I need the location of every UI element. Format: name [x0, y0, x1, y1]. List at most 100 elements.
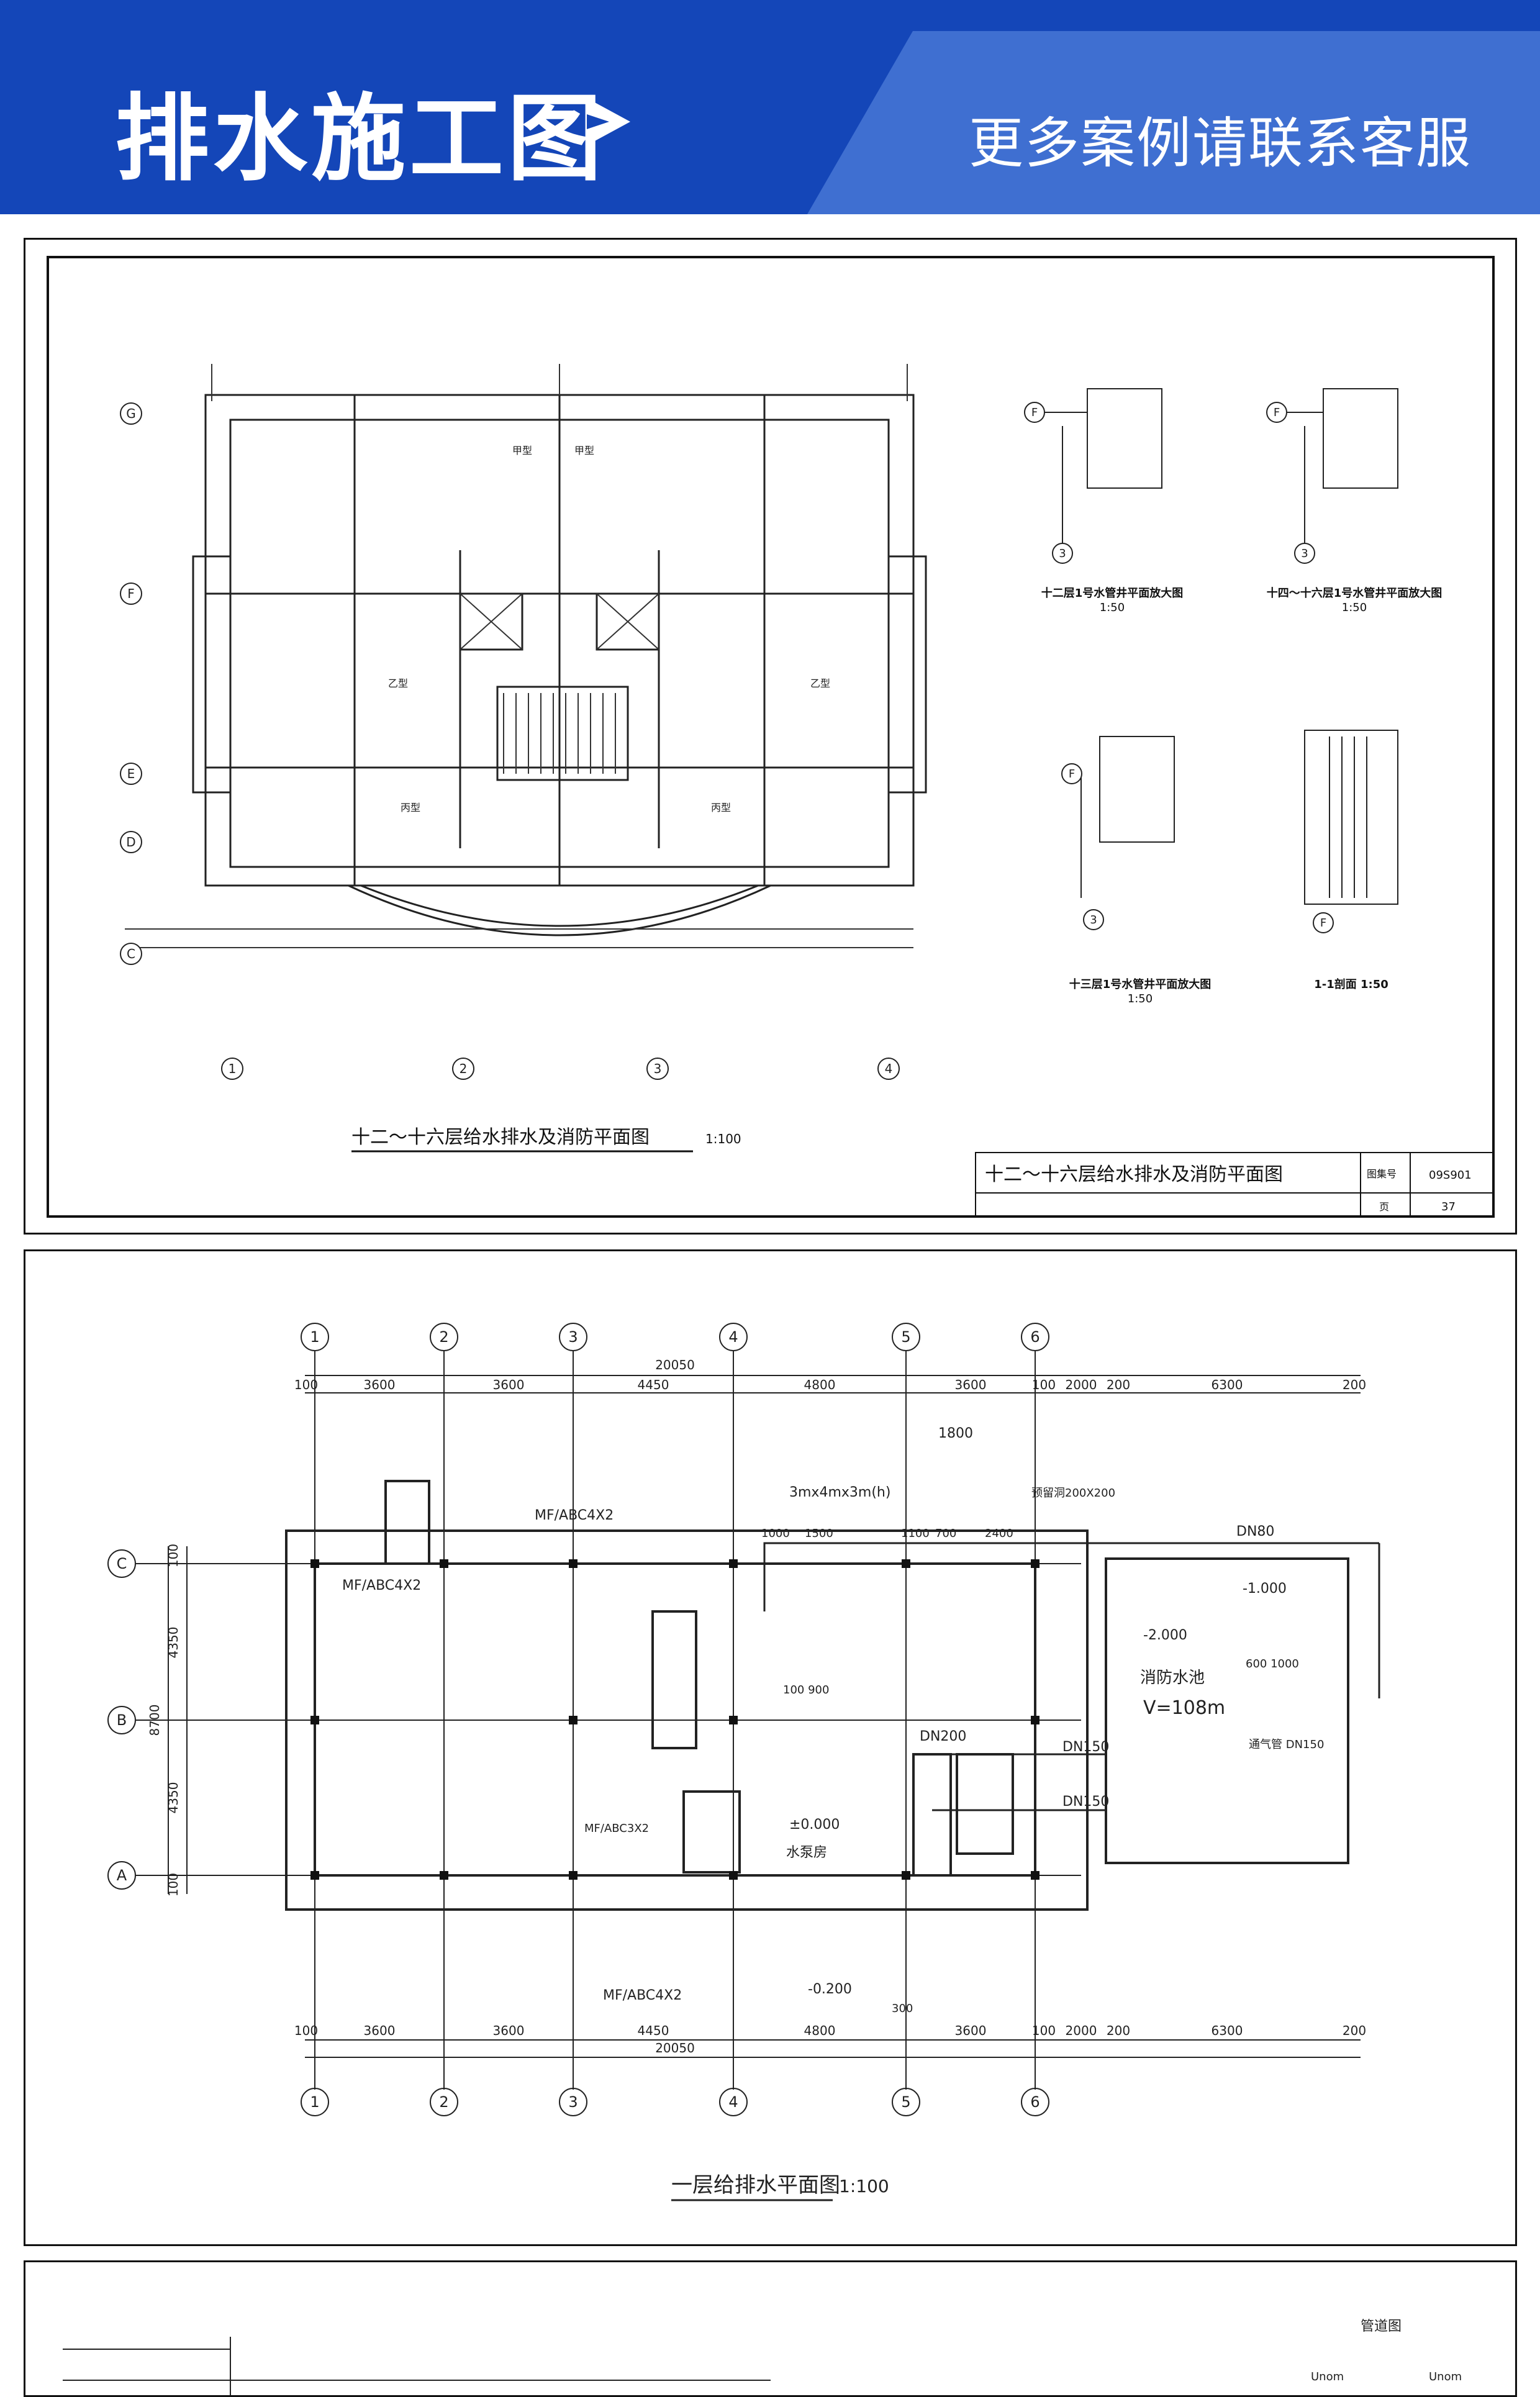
axis-row-f: F	[127, 586, 135, 601]
dim-top-9: 6300	[1212, 1377, 1243, 1392]
axis-col-1: 1	[229, 1061, 237, 1076]
plan-scale: 1:100	[839, 2176, 889, 2196]
label-dim-1500: 1500	[805, 1527, 833, 1540]
label-tank-size: 3mx4mx3m(h)	[789, 1485, 890, 1500]
dim-top-5: 3600	[955, 1377, 987, 1392]
room-label-jia-right: 甲型	[574, 445, 594, 456]
drawing-sheet-2: 1 2 3 4 5 6 1 2 3 4 5 6 C B A 100 3600 3…	[24, 1249, 1517, 2246]
label-dim-1000: 1000	[761, 1527, 790, 1540]
axis-col-1-bottom: 1	[310, 2093, 319, 2111]
dim-bottom-0: 100	[294, 2023, 318, 2038]
axis-col-3-bottom: 3	[568, 2093, 578, 2111]
titleblock-page-no: 37	[1441, 1200, 1456, 1213]
axis-row-c: C	[127, 946, 135, 961]
banner-contact-link[interactable]: 更多案例请联系客服	[969, 111, 1472, 175]
label-elev-neg1: -1.000	[1243, 1581, 1287, 1597]
dim-total-top: 20050	[655, 1357, 695, 1372]
detail3-axis-f: F	[1069, 768, 1075, 781]
label-dim-900: 100 900	[783, 1683, 829, 1697]
dim-bottom-2: 3600	[493, 2023, 525, 2038]
dim-left-2: 8700	[147, 1705, 162, 1736]
axis-col-6-bottom: 6	[1030, 2093, 1040, 2111]
section-title: 1-1剖面 1:50	[1314, 977, 1388, 991]
dim-bottom-1: 3600	[364, 2023, 396, 2038]
floor-plan-drawing-1: G F E D C 1 2 3 4 乙型 乙型 丙型 丙型 甲型 甲型 十二～十…	[47, 256, 1495, 1218]
dim-top-3: 4450	[638, 1377, 669, 1392]
system-diagram-partial: 管道图 Unom Unom	[63, 2319, 1462, 2395]
detail1-scale: 1:50	[1100, 601, 1125, 614]
drawing-sheet-3: 管道图 Unom Unom	[24, 2260, 1517, 2397]
banner-accent-panel	[807, 31, 1540, 214]
detail3-axis-3: 3	[1090, 913, 1097, 927]
detail1-axis-f: F	[1031, 406, 1038, 419]
banner-title: 排水施工图	[115, 84, 605, 194]
axis-col-2-top: 2	[439, 1328, 448, 1346]
axis-col-6-top: 6	[1030, 1328, 1040, 1346]
label-dim-600: 600 1000	[1246, 1657, 1299, 1670]
axis-col-2-bottom: 2	[439, 2093, 448, 2111]
label-pipe-dn80: DN80	[1236, 1524, 1274, 1539]
label-elev-neg02: -0.200	[808, 1982, 852, 1997]
axis-col-3: 3	[654, 1061, 662, 1076]
axis-col-4-top: 4	[728, 1328, 738, 1346]
dim-top-7: 2000	[1066, 1377, 1097, 1392]
label-extinguisher-1: MF/ABC4X2	[342, 1578, 421, 1593]
titleblock-atlas-no: 09S901	[1429, 1169, 1472, 1182]
dim-left-1: 4350	[166, 1627, 181, 1659]
plan-title: 十二～十六层给水排水及消防平面图	[351, 1126, 650, 1148]
dim-bottom-7: 2000	[1066, 2023, 1097, 2038]
axis-col-4: 4	[885, 1061, 893, 1076]
dim-top-10: 200	[1343, 1377, 1366, 1392]
label-dim-300: 300	[892, 2002, 913, 2015]
label-pipe-dn150-a: DN150	[1062, 1739, 1109, 1755]
floor-plan-drawing-2: 1 2 3 4 5 6 1 2 3 4 5 6 C B A 100 3600 3…	[107, 1323, 1380, 2201]
section-axis-f: F	[1320, 917, 1326, 930]
detail3-scale: 1:50	[1128, 992, 1153, 1005]
detail2-title: 十四～十六层1号水管井平面放大图	[1267, 586, 1443, 600]
label-vent: 通气管 DN150	[1249, 1738, 1324, 1751]
label-elev-neg2: -2.000	[1143, 1628, 1187, 1643]
detail2-axis-f: F	[1274, 406, 1280, 419]
dim-top-6: 100	[1032, 1377, 1056, 1392]
detail1-axis-3: 3	[1059, 547, 1066, 560]
detail1-title: 十二层1号水管井平面放大图	[1041, 586, 1184, 600]
room-label-yi-right: 乙型	[810, 677, 830, 689]
axis-col-1-top: 1	[310, 1328, 319, 1346]
dim-bottom-8: 200	[1107, 2023, 1130, 2038]
axis-col-4-bottom: 4	[728, 2093, 738, 2111]
label-tank-volume: V=108m	[1143, 1697, 1225, 1719]
dim-left-0: 100	[166, 1544, 181, 1567]
axis-col-5-top: 5	[901, 1328, 910, 1346]
dim-left-3: 4350	[166, 1782, 181, 1814]
dim-bottom-5: 3600	[955, 2023, 987, 2038]
axis-row-e: E	[127, 766, 135, 781]
dim-left-4: 100	[166, 1873, 181, 1896]
dim-bottom-6: 100	[1032, 2023, 1056, 2038]
label-dim-1800: 1800	[938, 1426, 973, 1441]
axis-row-c: C	[117, 1555, 127, 1572]
axis-col-2: 2	[460, 1061, 468, 1076]
legend-label-2: Unom	[1311, 2370, 1344, 2383]
axis-col-5-bottom: 5	[901, 2093, 910, 2111]
legend-label-3: Unom	[1429, 2370, 1462, 2383]
axis-row-b: B	[117, 1711, 127, 1729]
dim-total-bottom: 20050	[655, 2041, 695, 2055]
room-label-jia-left: 甲型	[512, 445, 532, 456]
label-dim-2400: 2400	[985, 1527, 1013, 1540]
dim-bottom-4: 4800	[804, 2023, 836, 2038]
axis-col-3-top: 3	[568, 1328, 578, 1346]
label-opening: 预留洞200X200	[1031, 1487, 1115, 1500]
room-label-bing-left: 丙型	[401, 802, 420, 813]
dim-top-1: 3600	[364, 1377, 396, 1392]
dim-top-4: 4800	[804, 1377, 836, 1392]
dim-top-2: 3600	[493, 1377, 525, 1392]
axis-row-g: G	[126, 406, 136, 421]
room-label-yi-left: 乙型	[388, 677, 408, 689]
dim-bottom-10: 200	[1343, 2023, 1366, 2038]
label-fire-tank: 消防水池	[1140, 1669, 1205, 1687]
room-label-bing-right: 丙型	[711, 802, 731, 813]
detail2-scale: 1:50	[1342, 601, 1367, 614]
axis-row-a: A	[117, 1867, 127, 1884]
header-banner: 排水施工图 更多案例请联系客服	[0, 0, 1540, 214]
axis-row-d: D	[126, 835, 135, 850]
